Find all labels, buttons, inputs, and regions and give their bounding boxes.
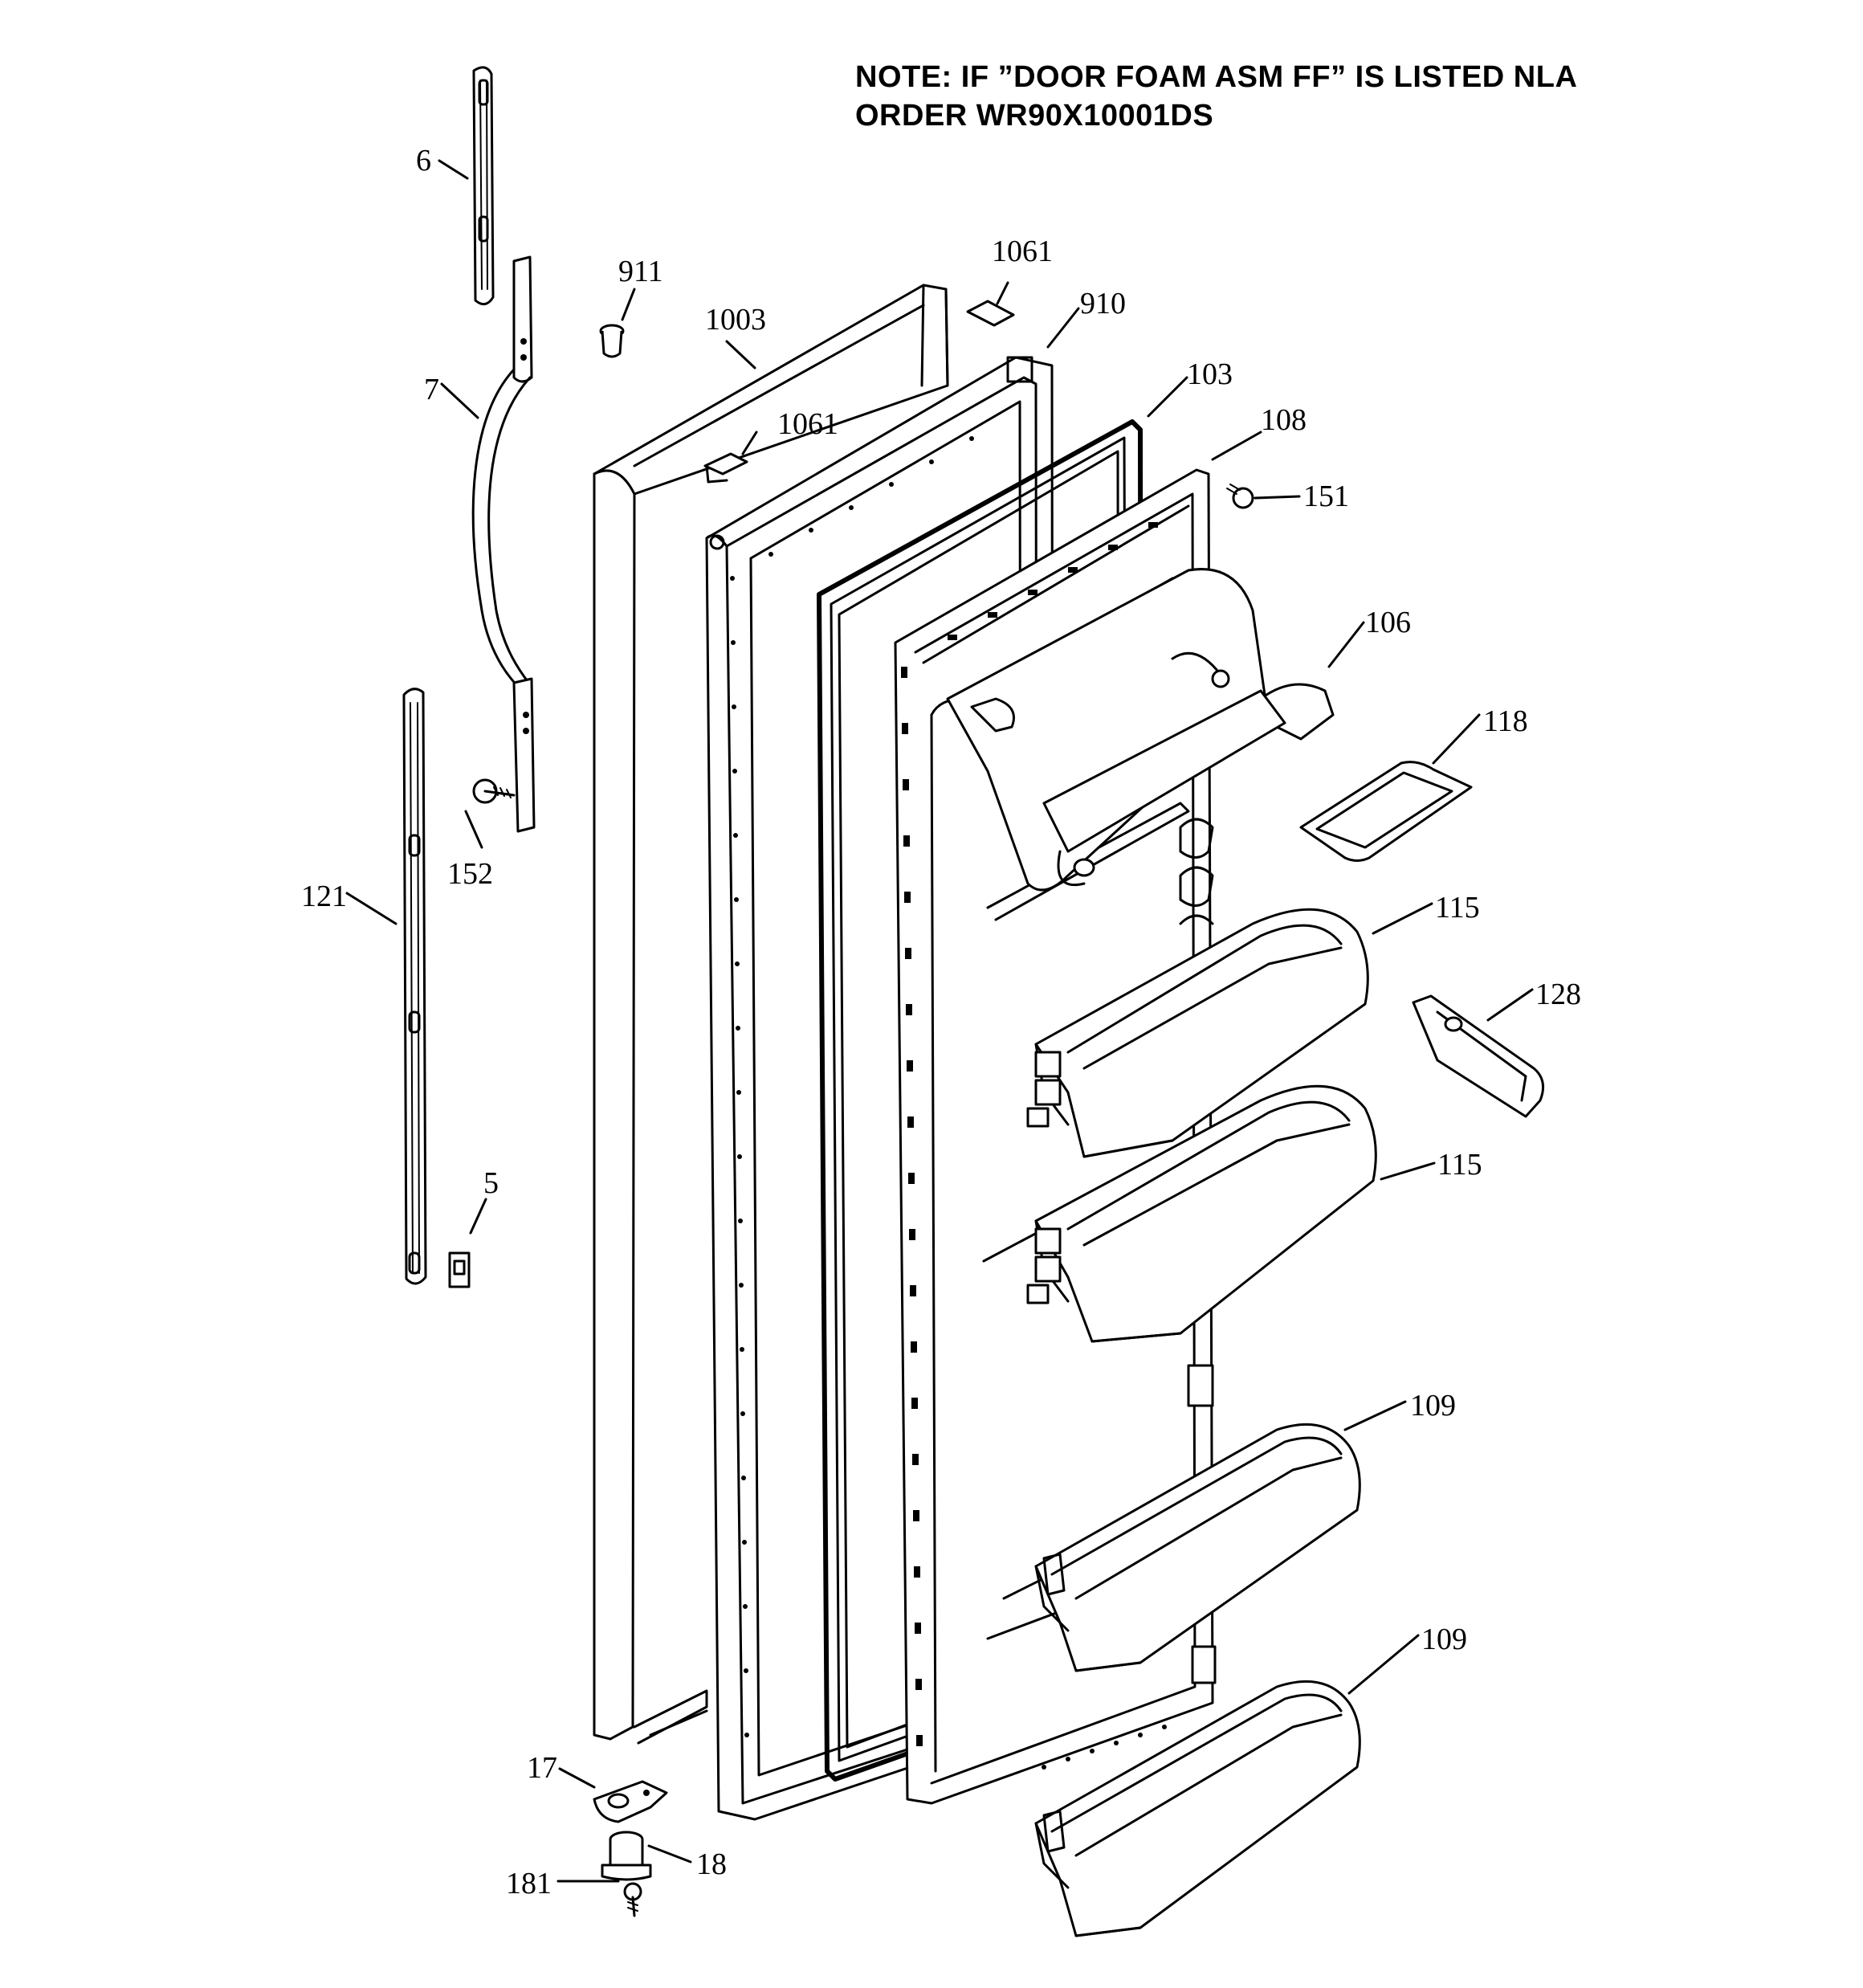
callout-1061-top: 1061 bbox=[992, 235, 1053, 268]
part-1061-clip-mid bbox=[703, 452, 748, 484]
leader-lines bbox=[345, 159, 1534, 1883]
callout-1061-mid: 1061 bbox=[777, 407, 838, 441]
part-1061-bracket-top bbox=[966, 300, 1015, 327]
parts-note: NOTE: IF ”DOOR FOAM ASM FF” IS LISTED NL… bbox=[855, 58, 1577, 135]
callout-151: 151 bbox=[1303, 480, 1349, 513]
callout-128: 128 bbox=[1535, 978, 1581, 1011]
callout-109-lower: 109 bbox=[1421, 1623, 1467, 1656]
part-152-screw bbox=[472, 778, 516, 804]
part-7-door-handle bbox=[471, 255, 536, 833]
part-17-hinge-plate bbox=[593, 1780, 668, 1823]
callout-108: 108 bbox=[1261, 403, 1307, 437]
callout-181: 181 bbox=[506, 1867, 552, 1900]
part-115-door-bin-lower bbox=[1026, 1084, 1377, 1343]
parts-note-line-2: ORDER WR90X10001DS bbox=[855, 99, 1214, 133]
part-5-clip bbox=[448, 1251, 471, 1288]
part-109-door-bin-lower bbox=[1034, 1680, 1361, 1937]
callout-152: 152 bbox=[447, 857, 493, 891]
callout-18: 18 bbox=[696, 1847, 727, 1881]
callout-115-lower: 115 bbox=[1437, 1148, 1482, 1182]
part-121-handle-trim-lower bbox=[402, 688, 427, 1285]
part-911-bushing bbox=[599, 324, 625, 358]
part-6-handle-trim-upper bbox=[472, 66, 495, 306]
parts-note-line-1: NOTE: IF ”DOOR FOAM ASM FF” IS LISTED NL… bbox=[855, 60, 1578, 94]
callout-109-upper: 109 bbox=[1410, 1389, 1456, 1423]
callout-7: 7 bbox=[424, 373, 439, 406]
part-1003-outer-door-panel bbox=[593, 284, 949, 1745]
callout-106: 106 bbox=[1365, 606, 1411, 639]
part-109-door-bin-upper bbox=[1034, 1423, 1361, 1672]
callout-910: 910 bbox=[1080, 287, 1126, 320]
callout-121: 121 bbox=[301, 880, 347, 913]
callout-6: 6 bbox=[416, 144, 431, 178]
callout-5: 5 bbox=[483, 1166, 499, 1200]
part-115-door-bin-upper bbox=[1026, 908, 1369, 1158]
callout-115-upper: 115 bbox=[1435, 891, 1480, 925]
callout-17: 17 bbox=[527, 1751, 557, 1785]
callout-911: 911 bbox=[618, 255, 663, 288]
part-151-screw bbox=[1226, 484, 1254, 509]
part-118-tray bbox=[1299, 761, 1473, 862]
part-181-screw bbox=[623, 1882, 642, 1917]
callout-1003: 1003 bbox=[705, 303, 766, 337]
callout-118: 118 bbox=[1483, 704, 1528, 738]
callout-103: 103 bbox=[1187, 357, 1233, 391]
part-128-bracket bbox=[1412, 994, 1545, 1118]
part-18-hinge-pin bbox=[601, 1831, 652, 1881]
part-106-dairy-compartment bbox=[946, 568, 1335, 925]
